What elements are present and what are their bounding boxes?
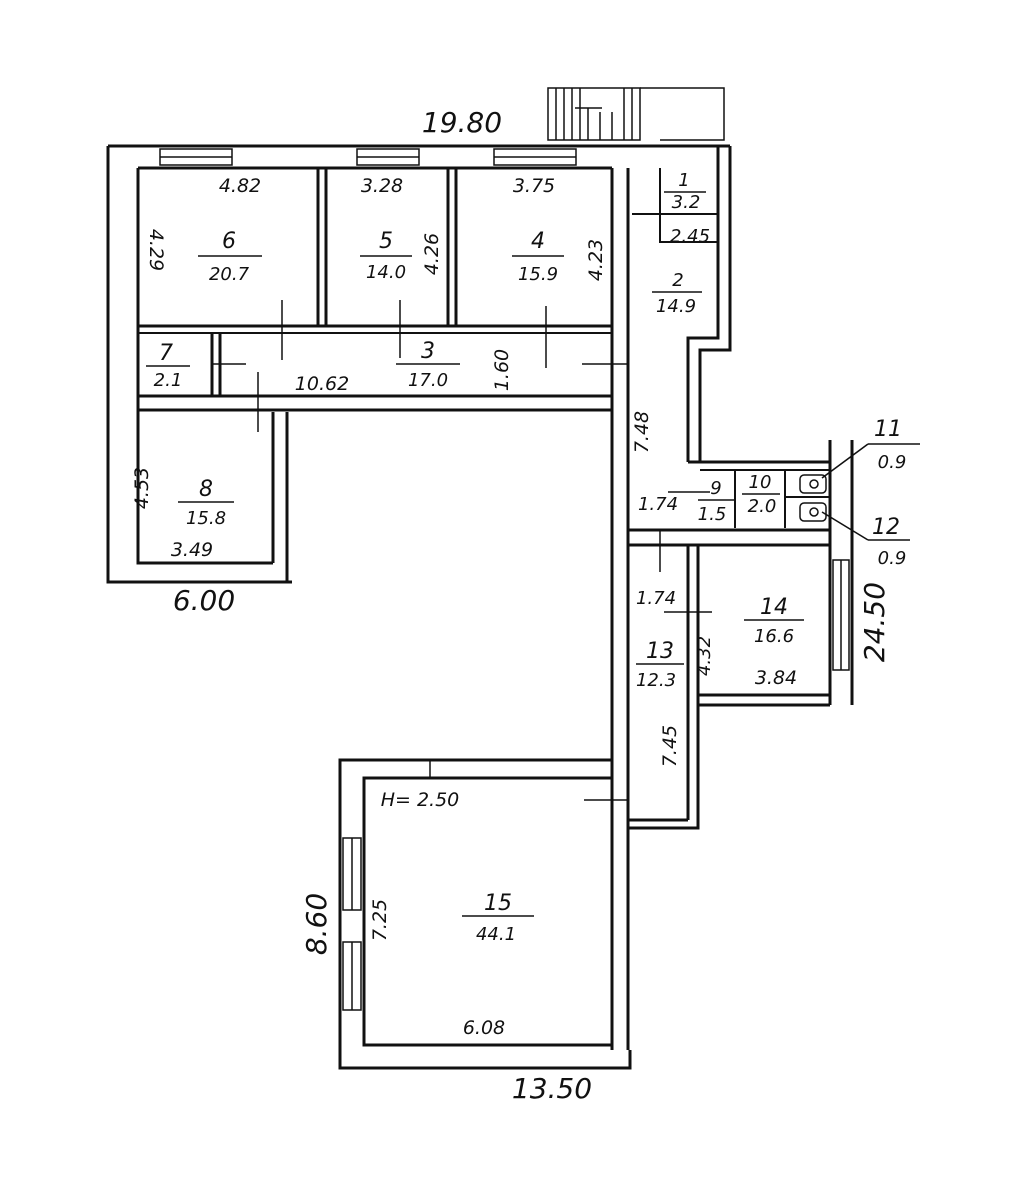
entrance-stair-icon (547, 87, 725, 141)
room-7-area: 2.1 (154, 370, 183, 391)
room-14-number: 14 (760, 595, 788, 620)
dim-r2-len: 7.48 (631, 411, 653, 453)
room-10-area: 2.0 (748, 496, 777, 517)
dim-r6-w: 4.82 (219, 175, 261, 197)
windows (159, 148, 850, 1011)
room-5-number: 5 (379, 229, 393, 254)
walls (106, 144, 854, 1070)
room-14-area: 16.6 (754, 626, 794, 647)
room2-right-wall-inner (698, 146, 732, 462)
outer-wall-left (106, 146, 292, 584)
doors (212, 300, 712, 801)
room-4-number: 4 (531, 229, 545, 254)
room-2-number: 2 (672, 270, 683, 291)
room-9-number: 9 (710, 478, 721, 499)
dim-r5-w: 3.28 (361, 175, 403, 197)
dim-r6-h: 4.29 (145, 229, 167, 271)
room-13-number: 13 (646, 639, 674, 664)
room-9-area: 1.5 (698, 504, 727, 525)
room-12-area: 0.9 (878, 548, 907, 569)
room-1-area: 3.2 (672, 192, 701, 213)
dim-corr-w: 1.60 (491, 349, 513, 391)
room-2-area: 14.9 (656, 296, 696, 317)
dim-r15-h: 7.25 (369, 899, 391, 941)
room-6-number: 6 (222, 229, 236, 254)
room-8-number: 8 (199, 477, 213, 502)
dim-r13-w: 1.74 (636, 588, 676, 609)
dim-r8-h: 4.53 (131, 467, 153, 509)
outer-wall-left-inner (136, 168, 273, 565)
room-5-area: 14.0 (366, 262, 406, 283)
room1-wall-2 (659, 168, 718, 243)
dim-r1-w: 2.45 (670, 226, 710, 247)
dim-r4-w: 3.75 (513, 175, 555, 197)
room-12-number: 12 (872, 515, 900, 540)
room13-bottom-2 (628, 705, 700, 830)
dim-left-width: 6.00 (173, 584, 235, 617)
dim-r14-w: 3.84 (755, 667, 797, 689)
room-6-area: 20.7 (209, 264, 250, 285)
dim-r4-h: 4.23 (585, 239, 607, 281)
room-3-area: 17.0 (408, 370, 448, 391)
room-4-area: 15.9 (518, 264, 558, 285)
room-13-area: 12.3 (636, 670, 676, 691)
dim-r13-len: 7.45 (659, 725, 681, 767)
room-15-number: 15 (484, 891, 512, 916)
room-11-number: 11 (874, 417, 902, 442)
room-labels: 6 20.7 5 14.0 4 15.9 1 3.2 2 14.9 3 17.0… (146, 170, 906, 945)
dim-bottom-length: 13.50 (512, 1072, 592, 1105)
dim-top-length: 19.80 (422, 106, 502, 139)
dim-corr-len: 10.62 (295, 373, 349, 395)
room-3-number: 3 (421, 339, 435, 364)
toilet-icon (799, 474, 827, 522)
dim-right-length: 24.50 (858, 582, 891, 662)
leader-lines (821, 443, 920, 541)
dim-r14-h: 4.32 (694, 636, 715, 676)
room-7-number: 7 (159, 341, 173, 366)
room15-inner (362, 776, 612, 1047)
dim-r5-h: 4.26 (421, 233, 443, 275)
room-1-number: 1 (678, 170, 689, 191)
dim-r8-w: 3.49 (171, 539, 213, 561)
ceiling-height: H= 2.50 (381, 789, 460, 811)
dim-r15-w: 6.08 (463, 1017, 505, 1039)
dimension-labels: 19.80 13.50 6.00 24.50 8.60 4.82 4.29 3.… (131, 106, 891, 1105)
room-15-area: 44.1 (476, 924, 516, 945)
room-8-area: 15.8 (186, 508, 226, 529)
dim-hall-length: 8.60 (300, 893, 333, 955)
dim-r9-w: 1.74 (638, 494, 678, 515)
room-10-number: 10 (749, 472, 772, 493)
room-11-area: 0.9 (878, 452, 907, 473)
